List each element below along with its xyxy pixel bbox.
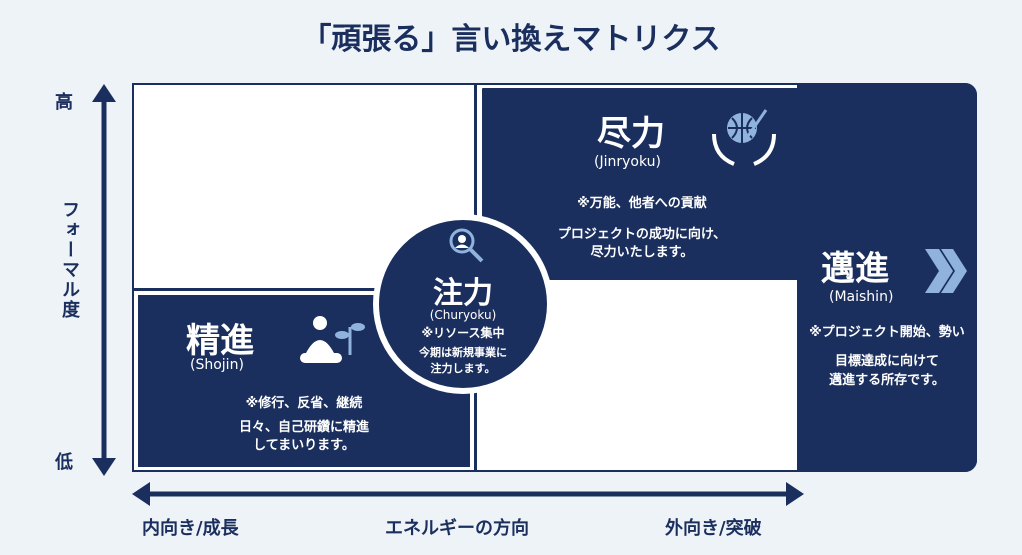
cell-jinryoku: 尽力 (Jinryoku) ※万能、他者への貢献 プロジェクトの成功に向け、 尽… bbox=[480, 86, 800, 282]
hands-globe-icon bbox=[712, 109, 776, 166]
divider bbox=[134, 288, 477, 291]
desc-line1: 目標達成に向けて bbox=[834, 354, 939, 369]
note: ※修行、反省、継続 bbox=[245, 396, 363, 411]
note: ※プロジェクト開始、勢い bbox=[809, 325, 965, 340]
note: ※リソース集中 bbox=[421, 326, 505, 340]
page-title: 「頑張る」言い換えマトリクス bbox=[301, 22, 721, 57]
y-axis-high: 高 bbox=[55, 92, 73, 113]
meditation-plant-icon bbox=[300, 316, 365, 363]
word: 精進 bbox=[186, 321, 254, 361]
y-axis-low: 低 bbox=[55, 452, 73, 473]
word: 注力 bbox=[433, 276, 493, 311]
desc-line1: プロジェクトの成功に向け、 bbox=[557, 227, 727, 242]
romaji: (Jinryoku) bbox=[594, 154, 661, 170]
romaji: (Maishin) bbox=[829, 289, 894, 305]
horizontal-axis-arrow bbox=[132, 482, 804, 506]
desc-line1: 今期は新規事業に bbox=[419, 346, 507, 359]
note: ※万能、他者への貢献 bbox=[577, 196, 707, 211]
word: 邁進 bbox=[821, 249, 889, 289]
romaji: (Churyoku) bbox=[429, 308, 497, 322]
cell-churyoku: 注力 (Churyoku) ※リソース集中 今期は新規事業に 注力します。 bbox=[373, 214, 553, 394]
vertical-axis-arrow bbox=[92, 84, 116, 476]
romaji: (Shojin) bbox=[190, 357, 244, 373]
x-axis-right: 外向き/突破 bbox=[665, 518, 762, 539]
x-axis-left: 内向き/成長 bbox=[142, 518, 239, 539]
word: 尽力 bbox=[597, 114, 665, 154]
desc-line1: 日々、自己研鑽に精進 bbox=[238, 420, 369, 435]
desc-line2: 注力します。 bbox=[430, 362, 496, 375]
double-chevron-icon bbox=[925, 249, 967, 293]
cell-maishin: 邁進 (Maishin) ※プロジェクト開始、勢い 目標達成に向けて 邁進する所… bbox=[797, 83, 977, 472]
desc-line2: してまいります。 bbox=[253, 438, 355, 453]
desc-line2: 邁進する所存です。 bbox=[829, 373, 945, 388]
x-axis-label: エネルギーの方向 bbox=[385, 518, 529, 539]
y-axis-label: フォーマル度 bbox=[59, 200, 80, 320]
desc-line2: 尽力いたします。 bbox=[590, 245, 694, 260]
magnifier-icon bbox=[449, 228, 484, 263]
